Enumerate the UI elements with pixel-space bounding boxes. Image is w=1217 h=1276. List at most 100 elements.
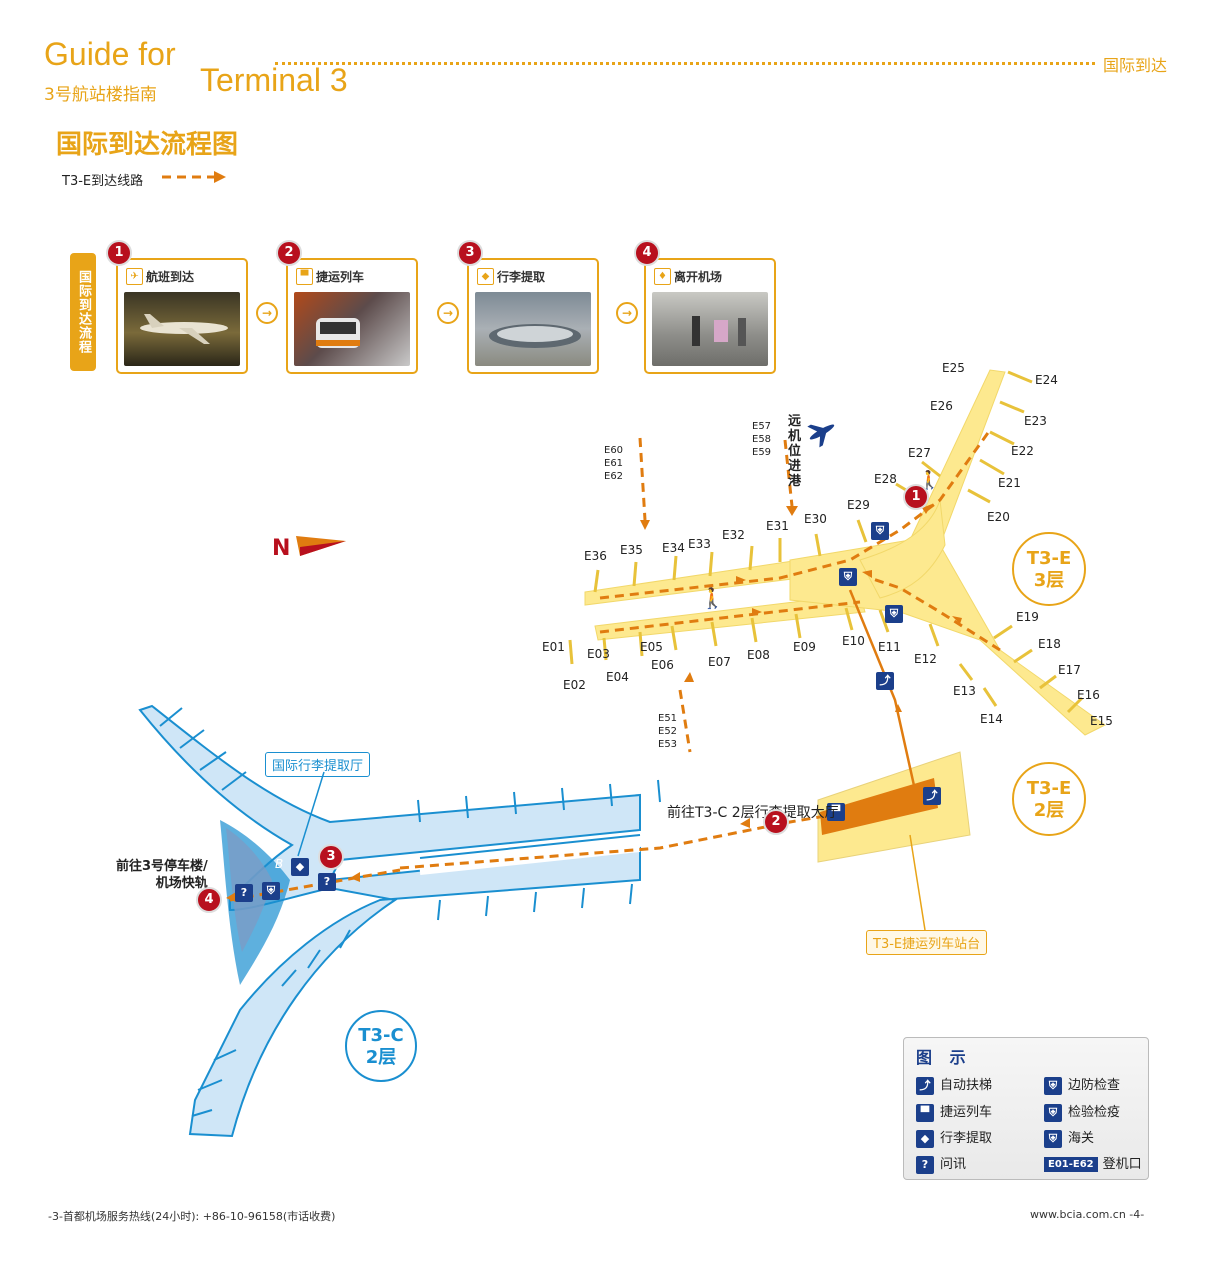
- baggage-icon: ◆: [916, 1129, 934, 1148]
- page-title: 国际到达流程图: [56, 130, 239, 160]
- flow-arrow-icon: →: [616, 302, 638, 324]
- gate-label: E22: [1011, 444, 1034, 458]
- arrival-plane-icon: ✈: [126, 268, 143, 285]
- flow-arrow-icon: →: [437, 302, 459, 324]
- remote-stand-label: 远机位进港: [788, 414, 802, 489]
- gate-label: E28: [874, 472, 897, 486]
- info-icon: ?: [916, 1155, 934, 1174]
- gate-label: E29: [847, 498, 870, 512]
- gate-label: E07: [708, 655, 731, 669]
- train-icon: ▀: [296, 268, 313, 285]
- legend-item-baggage: ◆行李提取: [916, 1127, 992, 1148]
- map-legend: 图 示 ⤴自动扶梯 ⛨边防检查 ▀捷运列车 ⛨检验检疫 ◆行李提取 ⛨海关 ?问…: [903, 1037, 1149, 1180]
- route-arrowheads: [226, 504, 962, 902]
- legend-item-train: ▀捷运列车: [916, 1101, 992, 1122]
- gate-label: E24: [1035, 373, 1058, 387]
- border-control-icon: ⛨: [839, 568, 857, 586]
- step-label: 行李提取: [497, 270, 546, 284]
- gate-label: E25: [942, 361, 965, 375]
- quarantine-icon: ⛨: [1044, 1103, 1062, 1122]
- baggage-hall-label: 国际行李提取厅: [265, 752, 371, 777]
- train-station-label: T3-E捷运列车站台: [866, 930, 988, 955]
- info-icon: ?: [318, 873, 336, 891]
- gate-label: E34: [662, 541, 685, 555]
- train-icon: ▀: [916, 1103, 934, 1122]
- baggage-icon: ◆: [477, 268, 494, 285]
- brand-title-line1: Guide for: [44, 36, 176, 72]
- gate-label: E04: [606, 670, 629, 684]
- gate-label: E16: [1077, 688, 1100, 702]
- gate-label: E03: [587, 647, 610, 661]
- legend-title: 图 示: [916, 1048, 972, 1067]
- gate-label: E23: [1024, 414, 1047, 428]
- step-label: 捷运列车: [316, 270, 365, 284]
- step-card-arrival: 1 ✈ 航班到达: [106, 240, 248, 374]
- gate-badge: E01-E62: [1044, 1157, 1098, 1172]
- gate-label: E36: [584, 549, 607, 563]
- gate-label: E35: [620, 543, 643, 557]
- route-step-marker: 2: [763, 809, 789, 835]
- gate-label: E09: [793, 640, 816, 654]
- train-icon: ▀: [827, 803, 845, 821]
- legend-item-border: ⛨边防检查: [1044, 1074, 1120, 1095]
- step-card-exit: 4 ♦ 离开机场: [634, 240, 776, 374]
- brand-title-line2: Terminal 3: [200, 62, 348, 98]
- header-dotted-rule: [275, 62, 1095, 65]
- gate-label: E11: [878, 640, 901, 654]
- legend-item-escalator: ⤴自动扶梯: [916, 1074, 992, 1095]
- gate-label: E31: [766, 519, 789, 533]
- quarantine-icon: ⛨: [885, 605, 903, 623]
- gate-label: E17: [1058, 663, 1081, 677]
- route-step-marker: 3: [318, 844, 344, 870]
- gate-label: E32: [722, 528, 745, 542]
- legend-item-customs: ⛨海关: [1044, 1127, 1094, 1148]
- gate-label: E10: [842, 634, 865, 648]
- connector-route: [848, 589, 917, 791]
- flow-arrow-icon: →: [256, 302, 278, 324]
- step-card-train: 2 ▀ 捷运列车: [276, 240, 418, 374]
- step-photo-plane: [124, 292, 240, 366]
- gate-label: E13: [953, 684, 976, 698]
- step-label: 航班到达: [146, 270, 195, 284]
- baggage-zone-label: B: [275, 857, 284, 871]
- step-badge: 3: [457, 240, 483, 266]
- step-badge: 1: [106, 240, 132, 266]
- t3e-gate-stubs: [568, 370, 1084, 714]
- arrival-route: [229, 429, 1001, 902]
- border-control-icon: ⛨: [871, 522, 889, 540]
- escalator-icon: ⤴: [916, 1076, 934, 1095]
- escalator-icon: ⤴: [923, 787, 941, 805]
- gate-label: E06: [651, 658, 674, 672]
- customs-icon: ⛨: [262, 882, 280, 900]
- step-photo-baggage: [475, 292, 591, 366]
- step-photo-train: [294, 292, 410, 366]
- plane-icon: [807, 424, 835, 448]
- legend-item-info: ?问讯: [916, 1153, 966, 1174]
- info-icon: ?: [235, 884, 253, 902]
- gate-label: E01: [542, 640, 565, 654]
- gate-label: E15: [1090, 714, 1113, 728]
- step-card-baggage: 3 ◆ 行李提取: [457, 240, 599, 374]
- flow-side-label: 国际到达流程: [70, 253, 96, 371]
- gate-label: E05: [640, 640, 663, 654]
- gate-label: E12: [914, 652, 937, 666]
- gate-label: E19: [1016, 610, 1039, 624]
- gate-label: E27: [908, 446, 931, 460]
- gate-label: E14: [980, 712, 1003, 726]
- gate-label: E08: [747, 648, 770, 662]
- escalator-icon: ⤴: [876, 672, 894, 690]
- route-step-marker: 4: [196, 887, 222, 913]
- gate-label: E21: [998, 476, 1021, 490]
- footer-hotline: -3-首都机场服务热线(24小时): +86-10-96158(市话收费): [48, 1210, 336, 1223]
- baggage-hall-leader: [297, 771, 325, 857]
- gate-label: E18: [1038, 637, 1061, 651]
- step-label: 离开机场: [674, 270, 723, 284]
- t3c-gate-stubs: [159, 707, 661, 1117]
- step-photo-exit: [652, 292, 768, 366]
